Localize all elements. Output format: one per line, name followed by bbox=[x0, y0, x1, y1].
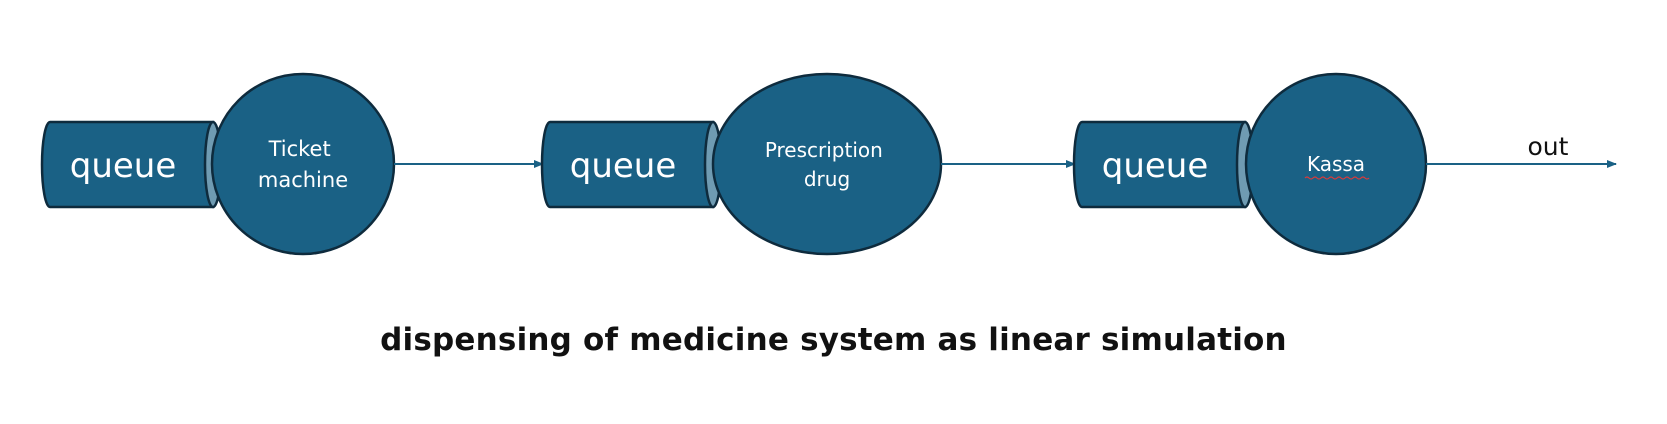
stage-ticket-machine: queue Ticket machine bbox=[40, 72, 396, 256]
server-node: Ticket machine bbox=[210, 72, 396, 256]
server-label-line: drug bbox=[804, 167, 850, 191]
server-label: Prescription drug bbox=[765, 138, 889, 191]
server-node: Prescription drug bbox=[711, 72, 943, 256]
queue-cylinder: queue bbox=[1072, 120, 1255, 209]
queue-cylinder: queue bbox=[40, 120, 223, 209]
queue-label: queue bbox=[570, 146, 677, 186]
server-label-line: Ticket bbox=[268, 137, 331, 161]
stage-kassa: queue Kassa bbox=[1072, 72, 1428, 256]
diagram-caption: dispensing of medicine system as linear … bbox=[380, 322, 1287, 358]
out-label: out bbox=[1528, 132, 1569, 161]
queue-cylinder: queue bbox=[540, 120, 723, 209]
stage-prescription-drug: queue Prescription drug bbox=[540, 72, 943, 256]
spellcheck-underline bbox=[1304, 176, 1370, 180]
server-node: Kassa bbox=[1244, 72, 1428, 256]
server-label: Kassa bbox=[1307, 152, 1365, 176]
queue-label: queue bbox=[70, 146, 177, 186]
queue-label: queue bbox=[1102, 146, 1209, 186]
server-label-line: Prescription bbox=[765, 138, 883, 162]
server-label-line: Kassa bbox=[1307, 152, 1365, 176]
server-label: Ticket machine bbox=[258, 137, 348, 192]
server-label-line: machine bbox=[258, 168, 348, 192]
